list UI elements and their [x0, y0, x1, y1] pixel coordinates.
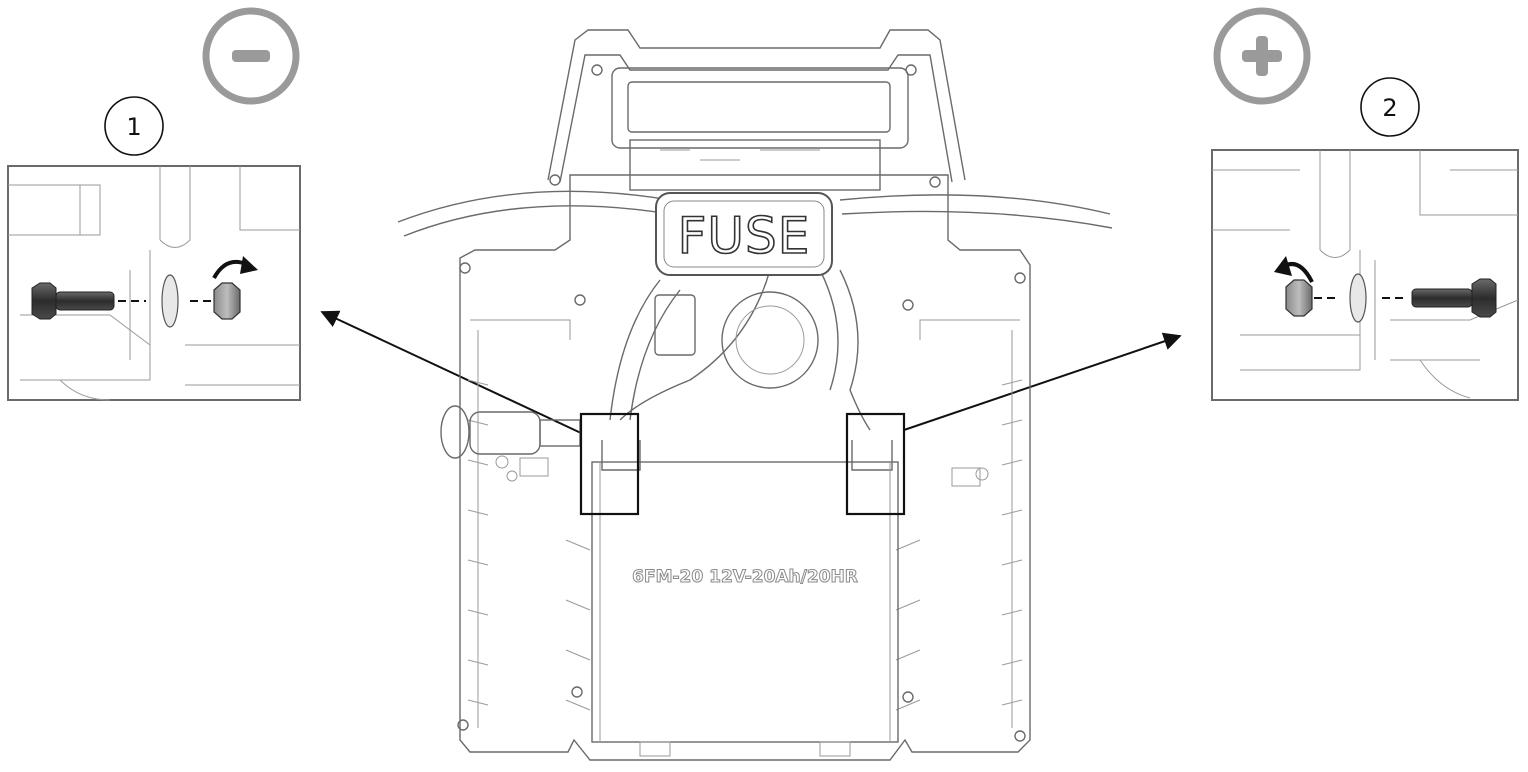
- positive-terminal-symbol: +: [1213, 7, 1311, 105]
- detail-line-art: [1212, 150, 1519, 399]
- fuse-cover: FUSE: [655, 192, 833, 276]
- step-1-badge: 1: [104, 96, 164, 156]
- fuse-label: FUSE: [678, 207, 811, 265]
- device-illustration: 6FM-20 12V-20Ah/20HR FUSE: [397, 29, 1113, 761]
- detail-line-art: [8, 166, 300, 401]
- plus-bar-v: [1256, 36, 1268, 76]
- positive-callout-arrow: [903, 332, 1182, 431]
- plus-circle-icon: [1213, 7, 1311, 105]
- positive-terminal-highlight: [845, 412, 906, 516]
- negative-terminal-symbol: -: [202, 7, 300, 105]
- step-1-number: 1: [126, 113, 141, 141]
- positive-terminal-detail-panel: [1211, 149, 1519, 401]
- minus-circle-icon: [202, 7, 300, 105]
- rotate-arrow-icon: [1274, 256, 1314, 283]
- negative-terminal-detail-panel: [7, 165, 301, 401]
- step-2-number: 2: [1382, 94, 1397, 122]
- negative-terminal-highlight: [579, 412, 640, 516]
- step-2-badge: 2: [1360, 77, 1420, 137]
- bolt-icon: [31, 282, 146, 320]
- battery-label: 6FM-20 12V-20Ah/20HR: [632, 567, 858, 587]
- minus-bar: [232, 50, 270, 62]
- nut-icon: [213, 282, 241, 320]
- washer-ring: [1349, 273, 1367, 323]
- nut-icon: [1285, 279, 1313, 317]
- callout-arrows: [320, 310, 1182, 434]
- negative-callout-arrow: [320, 310, 582, 434]
- bolt-icon: [1382, 278, 1497, 318]
- battery-body: [591, 461, 899, 743]
- washer-ring: [161, 274, 179, 328]
- rotate-arrow-icon: [212, 256, 258, 280]
